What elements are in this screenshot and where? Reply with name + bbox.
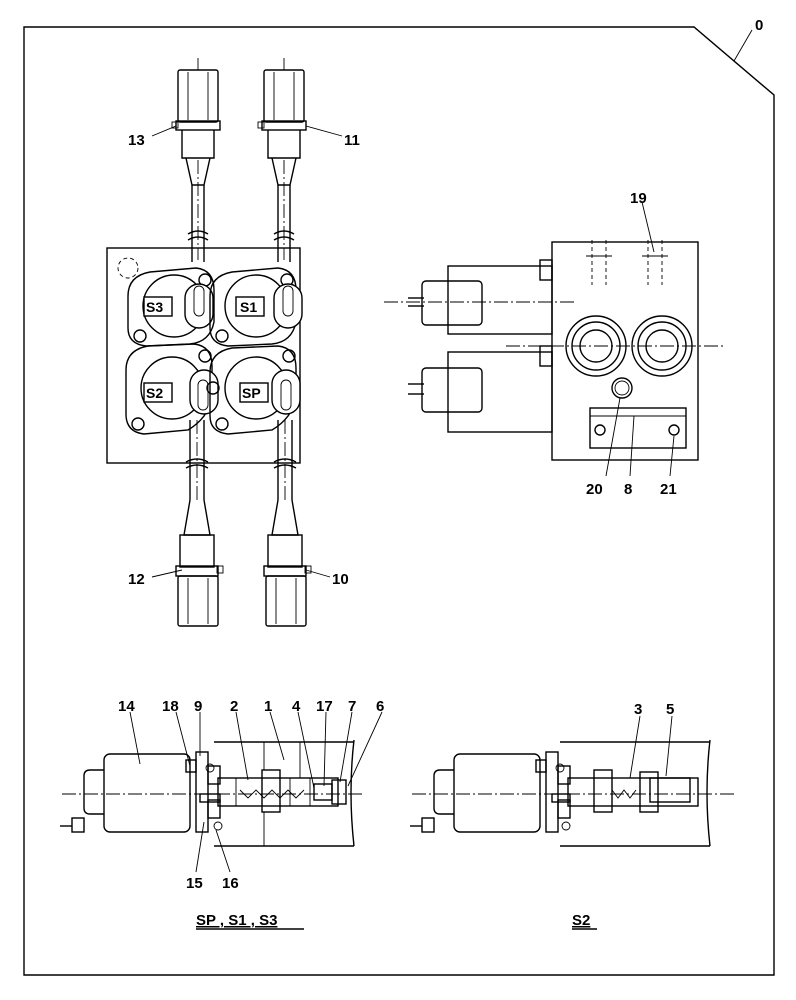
caption-s2: S2 bbox=[572, 912, 590, 929]
screw-21 bbox=[668, 424, 680, 436]
callout-7: 7 bbox=[348, 698, 356, 715]
callout-4: 4 bbox=[292, 698, 301, 715]
callout-13: 13 bbox=[128, 132, 145, 149]
callout-19: 19 bbox=[630, 190, 647, 207]
screw-left bbox=[594, 424, 606, 436]
solenoid-sp: SP bbox=[206, 345, 301, 435]
section-view-s2 bbox=[410, 739, 734, 847]
callout-5: 5 bbox=[666, 701, 674, 718]
sheet-index-leader bbox=[733, 29, 753, 62]
valve-block-top-view: S3 S1 S2 bbox=[106, 247, 303, 464]
callout-12: 12 bbox=[128, 571, 145, 588]
callout-17: 17 bbox=[316, 698, 333, 715]
caption-sp-s1-s3: SP , S1 , S3 bbox=[196, 912, 277, 929]
callout-6: 6 bbox=[376, 698, 384, 715]
callout-20: 20 bbox=[586, 481, 603, 498]
callout-15: 15 bbox=[186, 875, 203, 892]
plug-20 bbox=[611, 377, 633, 399]
solenoid-s3: S3 bbox=[127, 267, 215, 347]
callout-18: 18 bbox=[162, 698, 179, 715]
solenoid-s2-tag: S2 bbox=[146, 385, 163, 401]
callout-1: 1 bbox=[264, 698, 272, 715]
solenoid-s1-tag: S1 bbox=[240, 299, 257, 315]
connector-12-assembly bbox=[175, 420, 224, 627]
solenoid-s2: S2 bbox=[125, 343, 219, 435]
section-view-sp-s1-s3 bbox=[60, 739, 364, 847]
sheet-frame bbox=[23, 26, 775, 976]
leader-lines bbox=[129, 125, 675, 873]
callout-14: 14 bbox=[118, 698, 135, 715]
callout-2: 2 bbox=[230, 698, 238, 715]
solenoid-s3-tag: S3 bbox=[146, 299, 163, 315]
callout-11: 11 bbox=[344, 132, 360, 149]
dashed-port-circle bbox=[117, 257, 139, 279]
connector-11-assembly bbox=[257, 58, 307, 262]
sheet-index-label: 0 bbox=[755, 17, 763, 34]
callout-16: 16 bbox=[222, 875, 239, 892]
solenoid-sp-tag: SP bbox=[242, 385, 261, 401]
callout-8: 8 bbox=[624, 481, 632, 498]
connector-10-assembly bbox=[263, 420, 312, 627]
valve-block-side-view bbox=[384, 240, 724, 461]
callout-9: 9 bbox=[194, 698, 202, 715]
plate-8 bbox=[589, 407, 687, 449]
callout-labels: 13 11 19 20 8 21 12 10 14 18 9 2 1 4 17 … bbox=[118, 132, 677, 892]
callout-21: 21 bbox=[660, 481, 677, 498]
callout-3: 3 bbox=[634, 701, 642, 718]
solenoid-s1: S1 bbox=[209, 267, 303, 347]
callout-10: 10 bbox=[332, 571, 349, 588]
connector-13-assembly bbox=[171, 58, 221, 262]
